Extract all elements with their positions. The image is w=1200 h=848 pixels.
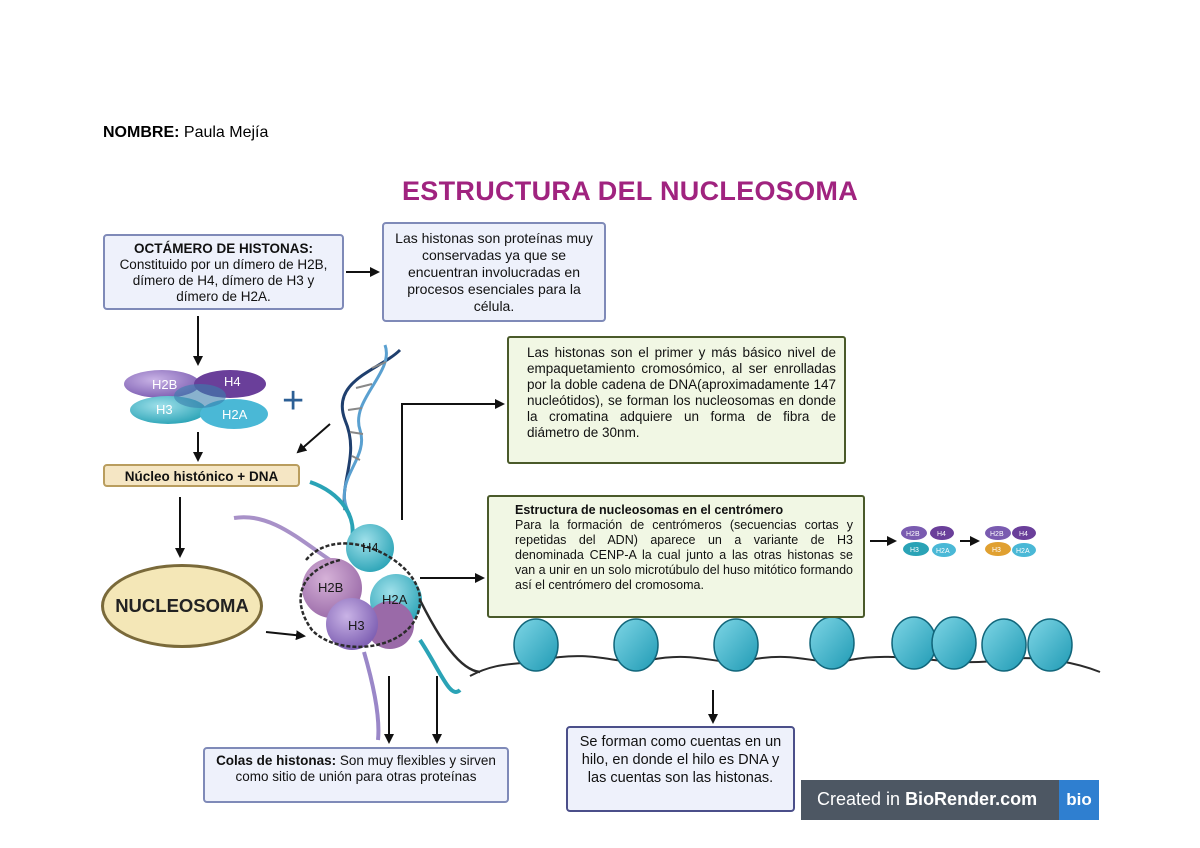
nucleosome-illustration xyxy=(233,480,481,741)
beads-box: Se forman como cuentas en un hilo, en do… xyxy=(566,726,795,812)
tails-heading: Colas de histonas: xyxy=(216,753,337,768)
small-label-h3-1: H3 xyxy=(910,547,919,554)
label-h2a: H2A xyxy=(222,407,248,422)
core-label: Núcleo histónico + DNA xyxy=(103,464,300,487)
label-h2b: H2B xyxy=(152,377,177,392)
centromere-heading: Estructura de nucleosomas en el centróme… xyxy=(515,503,784,517)
cenp-a-octamer-icon xyxy=(985,526,1036,557)
bio-logo-icon: bio xyxy=(1059,780,1099,820)
label-h4: H4 xyxy=(224,374,241,389)
small-label-h3-2: H3 xyxy=(992,547,1001,554)
badge-brand: BioRender.com xyxy=(905,789,1038,809)
octamer-box: OCTÁMERO DE HISTONAS: Constituido por un… xyxy=(103,234,344,310)
centromere-text: Para la formación de centrómeros (secuen… xyxy=(515,518,853,592)
diagram-title: ESTRUCTURA DEL NUCLEOSOMA xyxy=(402,176,859,206)
plus-sign: + xyxy=(282,380,304,422)
octamer-small-icon xyxy=(901,526,956,557)
small-label-h2b-2: H2B xyxy=(990,531,1004,538)
arrow-dna-to-nucleosome xyxy=(296,423,331,454)
tails-box: Colas de histonas: Son muy flexibles y s… xyxy=(203,747,509,803)
nucleosome-label-h2a: H2A xyxy=(382,592,408,607)
small-label-h2a-1: H2A xyxy=(936,548,950,555)
arrow-nucleosome-to-image xyxy=(265,630,306,641)
nucleosome-label-h4: H4 xyxy=(362,540,379,555)
chromatin-fiber xyxy=(469,616,1101,677)
label-h3: H3 xyxy=(156,402,173,417)
small-label-h2b-1: H2B xyxy=(906,531,920,538)
packaging-box: Las histonas son el primer y más básico … xyxy=(507,336,846,464)
small-label-h4-2: H4 xyxy=(1019,531,1028,538)
author-line: NOMBRE: Paula Mejía xyxy=(103,124,268,142)
author-label: NOMBRE: xyxy=(103,124,180,141)
octamer-heading: OCTÁMERO DE HISTONAS: xyxy=(133,241,313,256)
histone-octamer-icon xyxy=(124,370,268,429)
dna-helix-icon xyxy=(340,344,402,516)
nucleosome-ellipse: NUCLEOSOMA xyxy=(101,564,263,648)
nucleosome-label: NUCLEOSOMA xyxy=(115,595,249,616)
small-label-h4-1: H4 xyxy=(937,531,946,538)
centromere-box: Estructura de nucleosomas en el centróme… xyxy=(487,495,865,618)
arrow-to-packaging xyxy=(401,399,505,520)
author-name: Paula Mejía xyxy=(183,124,269,141)
badge-prefix: Created in xyxy=(817,789,906,809)
small-label-h2a-2: H2A xyxy=(1016,548,1030,555)
badge-text: Created in BioRender.com xyxy=(817,789,1037,810)
octamer-text: Constituido por un dímero de H2B, dímero… xyxy=(119,257,328,304)
conserved-box: Las histonas son proteínas muy conservad… xyxy=(382,222,606,322)
tails-text: Son muy flexibles y sirven como sitio de… xyxy=(235,753,496,784)
biorender-badge[interactable]: Created in BioRender.com bio xyxy=(801,780,1099,820)
nucleosome-label-h2b: H2B xyxy=(318,580,343,595)
nucleosome-label-h3: H3 xyxy=(348,618,365,633)
